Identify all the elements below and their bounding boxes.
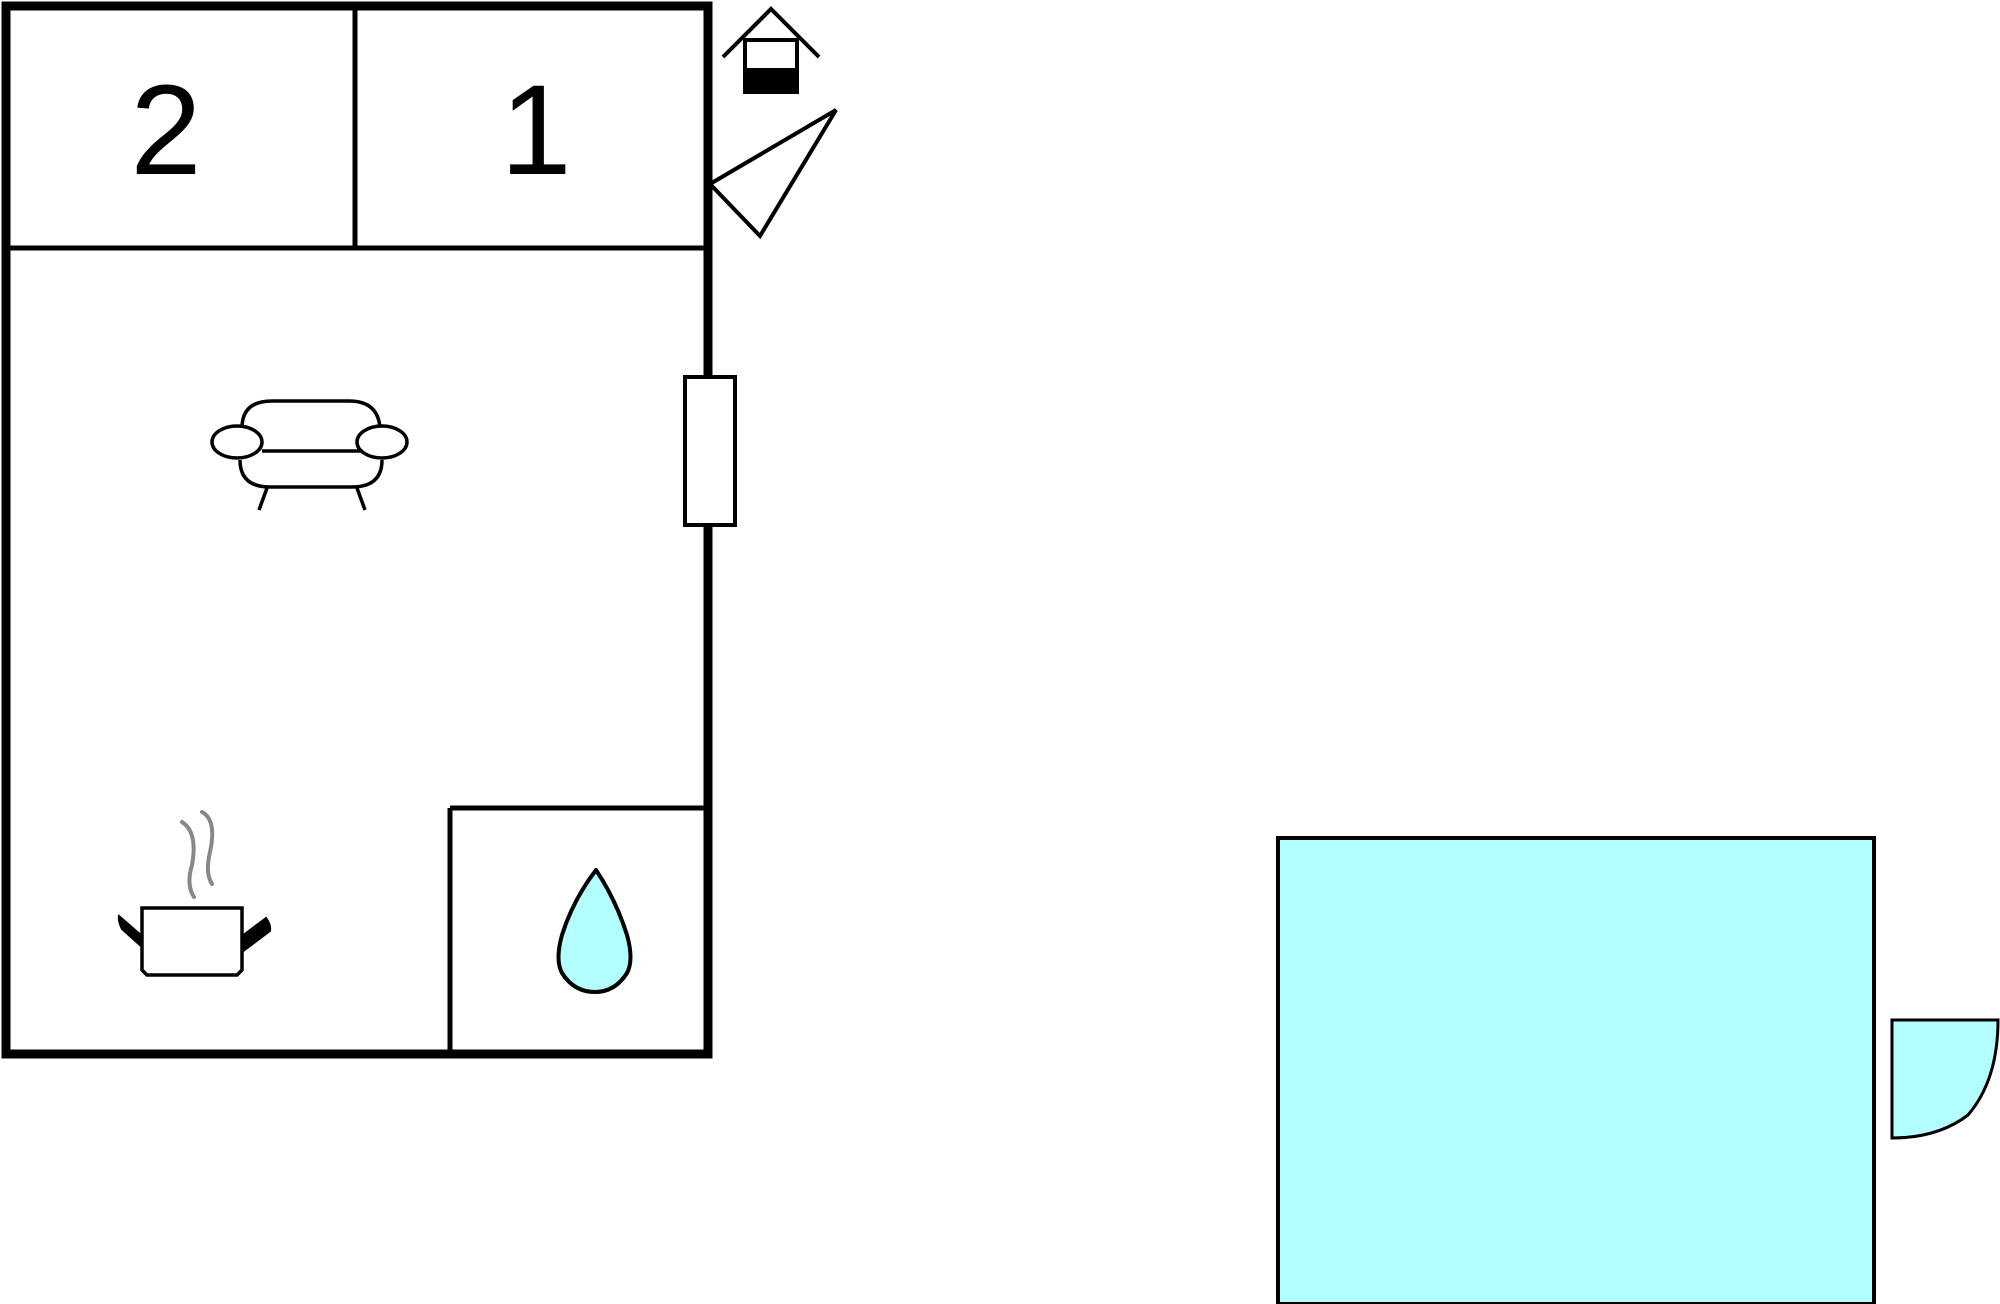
stove-heater-icon: [683, 375, 737, 527]
pool-area: [1276, 836, 1876, 1304]
room-label-2: 2: [130, 59, 201, 202]
cooking-pot-icon: [117, 810, 272, 977]
compass-north-arrow-icon: [706, 108, 838, 240]
entrance-house-icon: [721, 6, 821, 94]
water-drop-icon: [556, 868, 633, 994]
sofa-icon: [210, 399, 409, 511]
door-swing-icon: [1890, 1018, 2000, 1140]
room-label-1: 1: [500, 59, 571, 202]
